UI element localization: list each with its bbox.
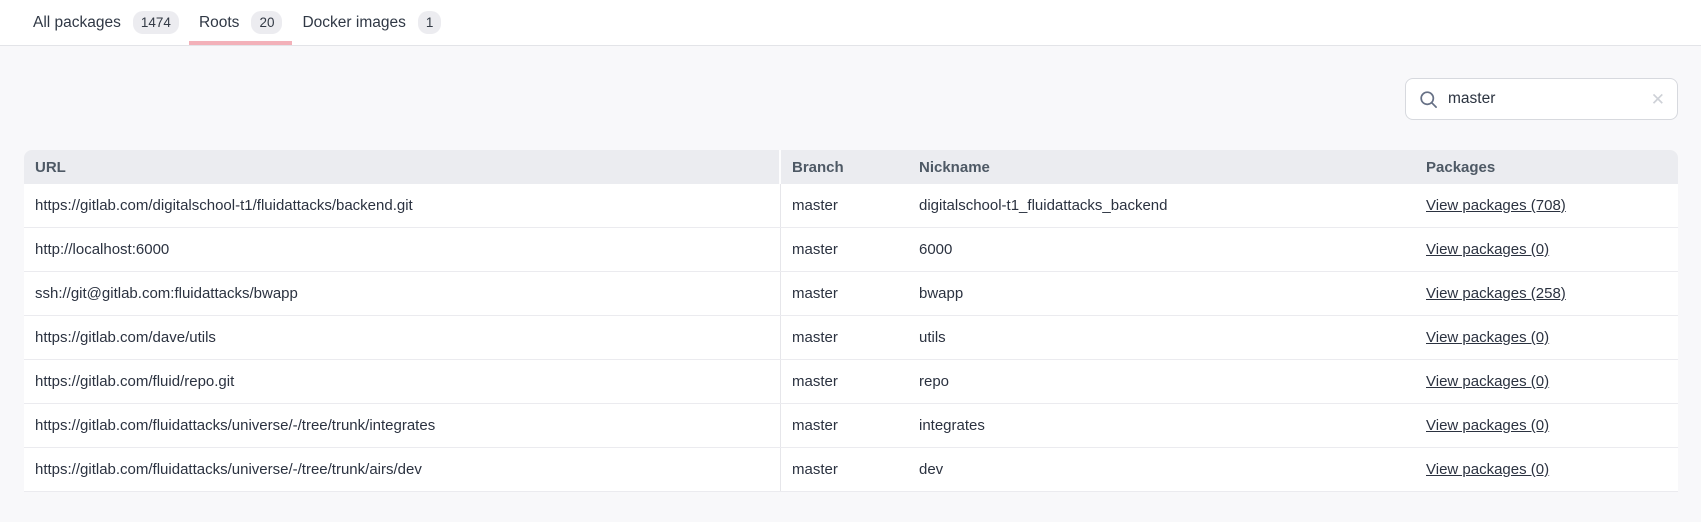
table-row: ssh://git@gitlab.com:fluidattacks/bwapp … bbox=[24, 272, 1678, 316]
url-cell: https://gitlab.com/fluid/repo.git bbox=[24, 360, 781, 403]
nickname-cell: dev bbox=[919, 461, 944, 478]
table-row: http://localhost:6000 master 6000 View p… bbox=[24, 228, 1678, 272]
search-input[interactable] bbox=[1448, 90, 1651, 108]
view-packages-link[interactable]: View packages (0) bbox=[1426, 373, 1550, 390]
view-packages-link[interactable]: View packages (0) bbox=[1426, 329, 1550, 346]
view-packages-link[interactable]: View packages (258) bbox=[1426, 285, 1566, 302]
tab-label: Roots bbox=[198, 13, 240, 31]
branch-cell: master bbox=[792, 285, 838, 302]
branch-cell: master bbox=[792, 373, 838, 390]
roots-panel: ✕ URL Branch Nickname Packages https://g… bbox=[0, 46, 1701, 522]
tab-label: All packages bbox=[33, 13, 121, 31]
search-row: ✕ bbox=[0, 46, 1701, 120]
roots-table: URL Branch Nickname Packages https://git… bbox=[24, 150, 1678, 492]
url-cell: https://gitlab.com/dave/utils bbox=[24, 316, 781, 359]
tab-bar: All packages 1474 Roots 20 Docker images… bbox=[0, 0, 1701, 46]
branch-cell: master bbox=[792, 241, 838, 258]
nickname-cell: 6000 bbox=[919, 241, 953, 258]
tab-count-badge: 1474 bbox=[132, 10, 179, 35]
view-packages-link[interactable]: View packages (708) bbox=[1426, 197, 1566, 214]
table-row: https://gitlab.com/dave/utils master uti… bbox=[24, 316, 1678, 360]
view-packages-link[interactable]: View packages (0) bbox=[1426, 461, 1550, 478]
table-header-row: URL Branch Nickname Packages bbox=[24, 150, 1678, 184]
search-box: ✕ bbox=[1405, 78, 1678, 120]
table-row: https://gitlab.com/fluidattacks/universe… bbox=[24, 448, 1678, 492]
view-packages-link[interactable]: View packages (0) bbox=[1426, 417, 1550, 434]
url-cell: https://gitlab.com/fluidattacks/universe… bbox=[24, 448, 781, 491]
column-header-url: URL bbox=[24, 150, 781, 184]
branch-cell: master bbox=[792, 417, 838, 434]
tab-all-packages[interactable]: All packages 1474 bbox=[23, 0, 189, 45]
tab-roots[interactable]: Roots 20 bbox=[188, 0, 293, 45]
clear-search-icon[interactable]: ✕ bbox=[1650, 89, 1665, 109]
nickname-cell: integrates bbox=[919, 417, 985, 434]
column-header-packages: Packages bbox=[1426, 158, 1496, 176]
url-cell: http://localhost:6000 bbox=[24, 228, 781, 271]
tab-label: Docker images bbox=[302, 13, 406, 31]
nickname-cell: repo bbox=[919, 373, 950, 390]
nickname-cell: digitalschool-t1_fluidattacks_backend bbox=[919, 197, 1168, 214]
branch-cell: master bbox=[792, 329, 838, 346]
branch-cell: master bbox=[792, 461, 838, 478]
view-packages-link[interactable]: View packages (0) bbox=[1426, 241, 1550, 258]
url-cell: ssh://git@gitlab.com:fluidattacks/bwapp bbox=[24, 272, 781, 315]
url-cell: https://gitlab.com/digitalschool-t1/flui… bbox=[24, 184, 781, 227]
tab-docker-images[interactable]: Docker images 1 bbox=[292, 0, 451, 45]
branch-cell: master bbox=[792, 197, 838, 214]
nickname-cell: bwapp bbox=[919, 285, 964, 302]
url-cell: https://gitlab.com/fluidattacks/universe… bbox=[24, 404, 781, 447]
search-icon bbox=[1419, 90, 1438, 109]
table-row: https://gitlab.com/fluid/repo.git master… bbox=[24, 360, 1678, 404]
column-header-branch: Branch bbox=[792, 158, 844, 176]
tab-count-badge: 1 bbox=[417, 10, 442, 35]
column-header-nickname: Nickname bbox=[919, 158, 990, 176]
tab-count-badge: 20 bbox=[251, 10, 283, 35]
table-row: https://gitlab.com/fluidattacks/universe… bbox=[24, 404, 1678, 448]
nickname-cell: utils bbox=[919, 329, 946, 346]
table-row: https://gitlab.com/digitalschool-t1/flui… bbox=[24, 184, 1678, 228]
